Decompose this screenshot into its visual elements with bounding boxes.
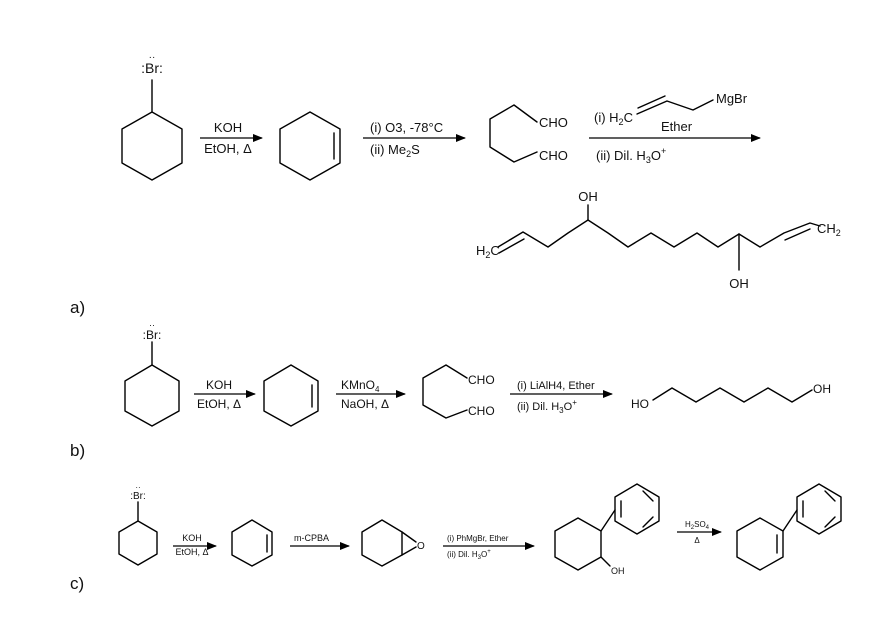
bromocyclohexane-b: :Br: ·· bbox=[124, 320, 180, 427]
hexanedial-a bbox=[489, 104, 538, 163]
reagent-a3-line1: (i) H2C bbox=[594, 110, 633, 127]
hexanedial-b bbox=[422, 364, 468, 419]
product-b-left: HO bbox=[631, 397, 649, 411]
epoxide-oxygen: O bbox=[417, 541, 425, 552]
condition-b1: EtOH, Δ bbox=[197, 397, 241, 411]
reagent-b2-line1: KMnO4 bbox=[341, 378, 380, 394]
reagent-c2: m-CPBA bbox=[294, 533, 329, 543]
reagent-a1: KOH bbox=[214, 120, 242, 135]
alcohol-oh: OH bbox=[611, 566, 625, 576]
reagent-b1: KOH bbox=[206, 378, 232, 392]
section-c: c) :Br: ·· KOH EtOH, Δ m-CPBA O (i) PhMg… bbox=[70, 483, 842, 593]
phenylcyclohexanol bbox=[554, 483, 660, 571]
section-label-a: a) bbox=[70, 298, 85, 317]
reagent-b3-line2: (ii) Dil. H3O+ bbox=[517, 398, 577, 415]
bromine-atom-b: :Br: bbox=[143, 328, 162, 342]
cyclohexene-oxide bbox=[361, 519, 417, 567]
reagent-a3-line2: (ii) Dil. H3O+ bbox=[596, 146, 666, 165]
section-b: b) :Br: ·· KOH EtOH, Δ KMnO4 NaOH, Δ CHO… bbox=[70, 320, 831, 460]
product-hexanediol bbox=[652, 387, 813, 403]
bromine-atom-c: :Br: bbox=[130, 491, 146, 502]
cyclohexene-b bbox=[263, 364, 319, 427]
cho-top-b: CHO bbox=[468, 373, 495, 387]
mgbr-label: MgBr bbox=[716, 91, 748, 106]
cho-bottom-b: CHO bbox=[468, 404, 495, 418]
oh-bottom-a: OH bbox=[729, 276, 749, 291]
cho-top-a: CHO bbox=[539, 115, 568, 130]
solvent-a3: Ether bbox=[661, 119, 693, 134]
product-diene-diol bbox=[497, 204, 821, 271]
bromocyclohexane-a: :Br: ·· bbox=[121, 52, 183, 181]
section-label-c: c) bbox=[70, 574, 84, 593]
product-a-right: CH2 bbox=[817, 221, 841, 238]
product-b-right: OH bbox=[813, 382, 831, 396]
reagent-c3-line2: (ii) Dil. H3O+ bbox=[447, 549, 491, 561]
reagent-a2-line2: (ii) Me2S bbox=[370, 142, 420, 159]
svg-text:··: ·· bbox=[149, 52, 156, 63]
allyl-grignard bbox=[636, 95, 714, 115]
condition-c1: EtOH, Δ bbox=[175, 547, 208, 557]
reagent-a2-line1: (i) O3, -78°C bbox=[370, 120, 443, 135]
reagent-c3-line1: (i) PhMgBr, Ether bbox=[447, 534, 509, 543]
bromine-atom-a: :Br: bbox=[141, 60, 163, 76]
condition-a1: EtOH, Δ bbox=[204, 141, 252, 156]
reagent-b3-line1: (i) LiAlH4, Ether bbox=[517, 380, 595, 392]
reagent-c1: KOH bbox=[182, 533, 202, 543]
product-a-left: H2C bbox=[476, 243, 500, 260]
cyclohexene-a bbox=[279, 111, 341, 181]
cyclohexene-c bbox=[231, 519, 273, 567]
cho-bottom-a: CHO bbox=[539, 148, 568, 163]
oh-top-a: OH bbox=[578, 189, 598, 204]
reagent-c4: H2SO4 bbox=[685, 520, 710, 531]
reagent-b2-line2: NaOH, Δ bbox=[341, 397, 389, 411]
bromocyclohexane-c: :Br: ·· bbox=[118, 483, 158, 566]
phenylcyclohexene bbox=[736, 483, 842, 571]
condition-c4: Δ bbox=[694, 536, 700, 545]
section-label-b: b) bbox=[70, 441, 85, 460]
svg-text:··: ·· bbox=[135, 483, 140, 492]
section-a: a) :Br: ·· KOH EtOH, Δ (i) O3, -78°C (ii… bbox=[70, 52, 841, 317]
svg-text:··: ·· bbox=[149, 320, 155, 330]
